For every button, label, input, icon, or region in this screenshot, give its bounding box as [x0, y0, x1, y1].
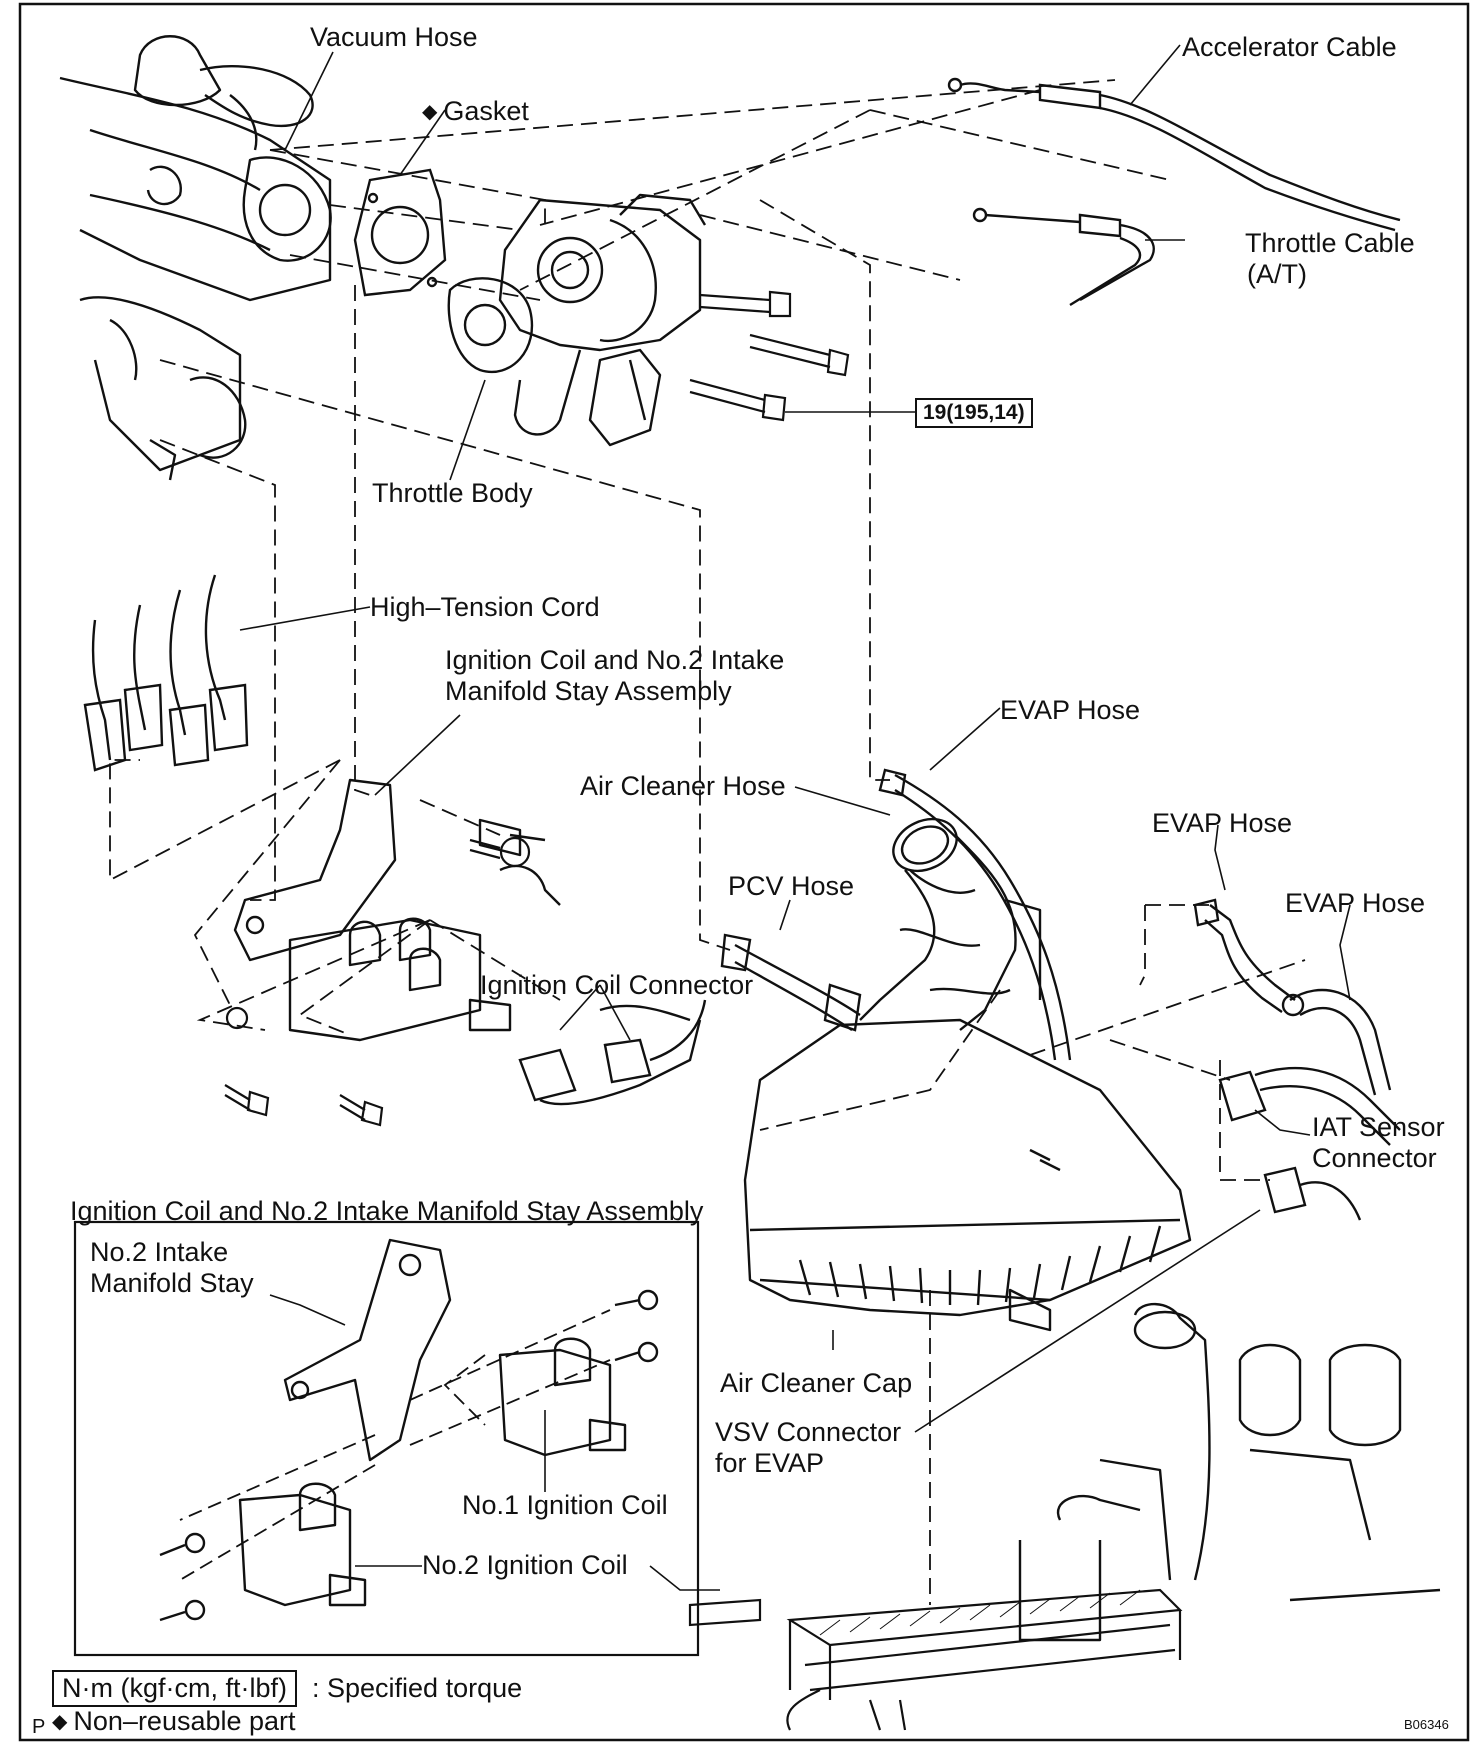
non-reusable-diamond-icon: ◆: [422, 101, 438, 123]
label-evap-hose-middle: EVAP Hose: [1152, 808, 1293, 838]
label-evap-hose-right: EVAP Hose: [1285, 888, 1426, 918]
label-no2-stay-line1: No.2 Intake: [90, 1237, 229, 1267]
high-tension-cords: [83, 574, 249, 772]
air-filter-element: [688, 1588, 1183, 1731]
legend-diamond-icon: ◆: [52, 1711, 68, 1733]
evap-hoses: [878, 768, 1392, 1096]
inset-parts: [159, 1238, 659, 1622]
label-air-cleaner-cap: Air Cleaner Cap: [720, 1368, 913, 1398]
inset-title: Ignition Coil and No.2 Intake Manifold S…: [70, 1196, 704, 1226]
label-vacuum-hose: Vacuum Hose: [310, 22, 478, 52]
corner-mark: P: [32, 1716, 46, 1738]
label-vsv-connector: VSV Connector for EVAP: [715, 1417, 901, 1479]
pcv-hose-part: [720, 933, 862, 1032]
air-cleaner-hose-part: [859, 817, 1042, 1031]
label-throttle-cable-line1: Throttle Cable: [1245, 228, 1415, 258]
torque-unit-legend-box: N·m (kgf·cm, ft·lbf): [52, 1670, 297, 1707]
label-ignition-assembly-line1: Ignition Coil and No.2 Intake: [445, 645, 785, 675]
figure-code: B06346: [1404, 1717, 1449, 1732]
throttle-body-part: [447, 193, 707, 447]
inset-frame: [73, 1220, 700, 1657]
coil-bolts: [224, 836, 531, 1127]
label-ignition-coil-assembly: Ignition Coil and No.2 Intake Manifold S…: [445, 645, 784, 707]
label-no1-ignition-coil: No.1 Ignition Coil: [462, 1490, 668, 1520]
label-throttle-cable: Throttle Cable (A/T): [1245, 228, 1415, 290]
label-accelerator-cable: Accelerator Cable: [1182, 32, 1397, 62]
label-no2-stay-line2: Manifold Stay: [90, 1268, 254, 1298]
label-iat-sensor-line2: Connector: [1312, 1143, 1437, 1173]
label-iat-sensor-connector: IAT Sensor Connector: [1312, 1112, 1445, 1174]
label-pcv-hose: PCV Hose: [728, 871, 855, 901]
label-throttle-cable-line2: (A/T): [1247, 259, 1307, 289]
lower-engine-area: [1018, 1302, 1441, 1642]
label-no2-ignition-coil: No.2 Ignition Coil: [422, 1550, 628, 1580]
non-reusable-legend: ◆Non–reusable part: [52, 1706, 296, 1738]
label-ignition-coil-connector: Ignition Coil Connector: [480, 970, 754, 1000]
non-reusable-legend-text: Non–reusable part: [73, 1706, 296, 1736]
label-throttle-body: Throttle Body: [372, 478, 533, 508]
outer-frame: [18, 2, 1470, 1742]
label-no2-intake-manifold-stay: No.2 Intake Manifold Stay: [90, 1237, 254, 1299]
ignition-coil-assembly: [233, 778, 561, 1042]
label-air-cleaner-hose: Air Cleaner Hose: [580, 771, 786, 801]
label-vsv-line1: VSV Connector: [715, 1417, 902, 1447]
label-gasket-text: Gasket: [443, 96, 529, 126]
gasket-part: [353, 168, 447, 297]
iat-connector-part: [1218, 1066, 1401, 1146]
vsv-connector-part: [1263, 1166, 1362, 1221]
torque-legend-description: : Specified torque: [312, 1673, 523, 1703]
label-ignition-assembly-line2: Manifold Stay Assembly: [445, 676, 732, 706]
throttle-bolts: [689, 290, 850, 422]
intake-manifold: [59, 35, 332, 481]
label-gasket: ◆Gasket: [422, 96, 529, 128]
label-high-tension-cord: High–Tension Cord: [370, 592, 600, 622]
label-vsv-line2: for EVAP: [715, 1448, 825, 1478]
label-evap-hose-top: EVAP Hose: [1000, 695, 1141, 725]
cables: [947, 77, 1401, 307]
label-iat-sensor-line1: IAT Sensor: [1312, 1112, 1445, 1142]
assembly-guide-lines: [109, 79, 1306, 1605]
air-cleaner-cap-part: [743, 1018, 1192, 1332]
torque-spec-box: 19(195,14): [915, 398, 1033, 428]
coil-connectors: [518, 999, 707, 1106]
